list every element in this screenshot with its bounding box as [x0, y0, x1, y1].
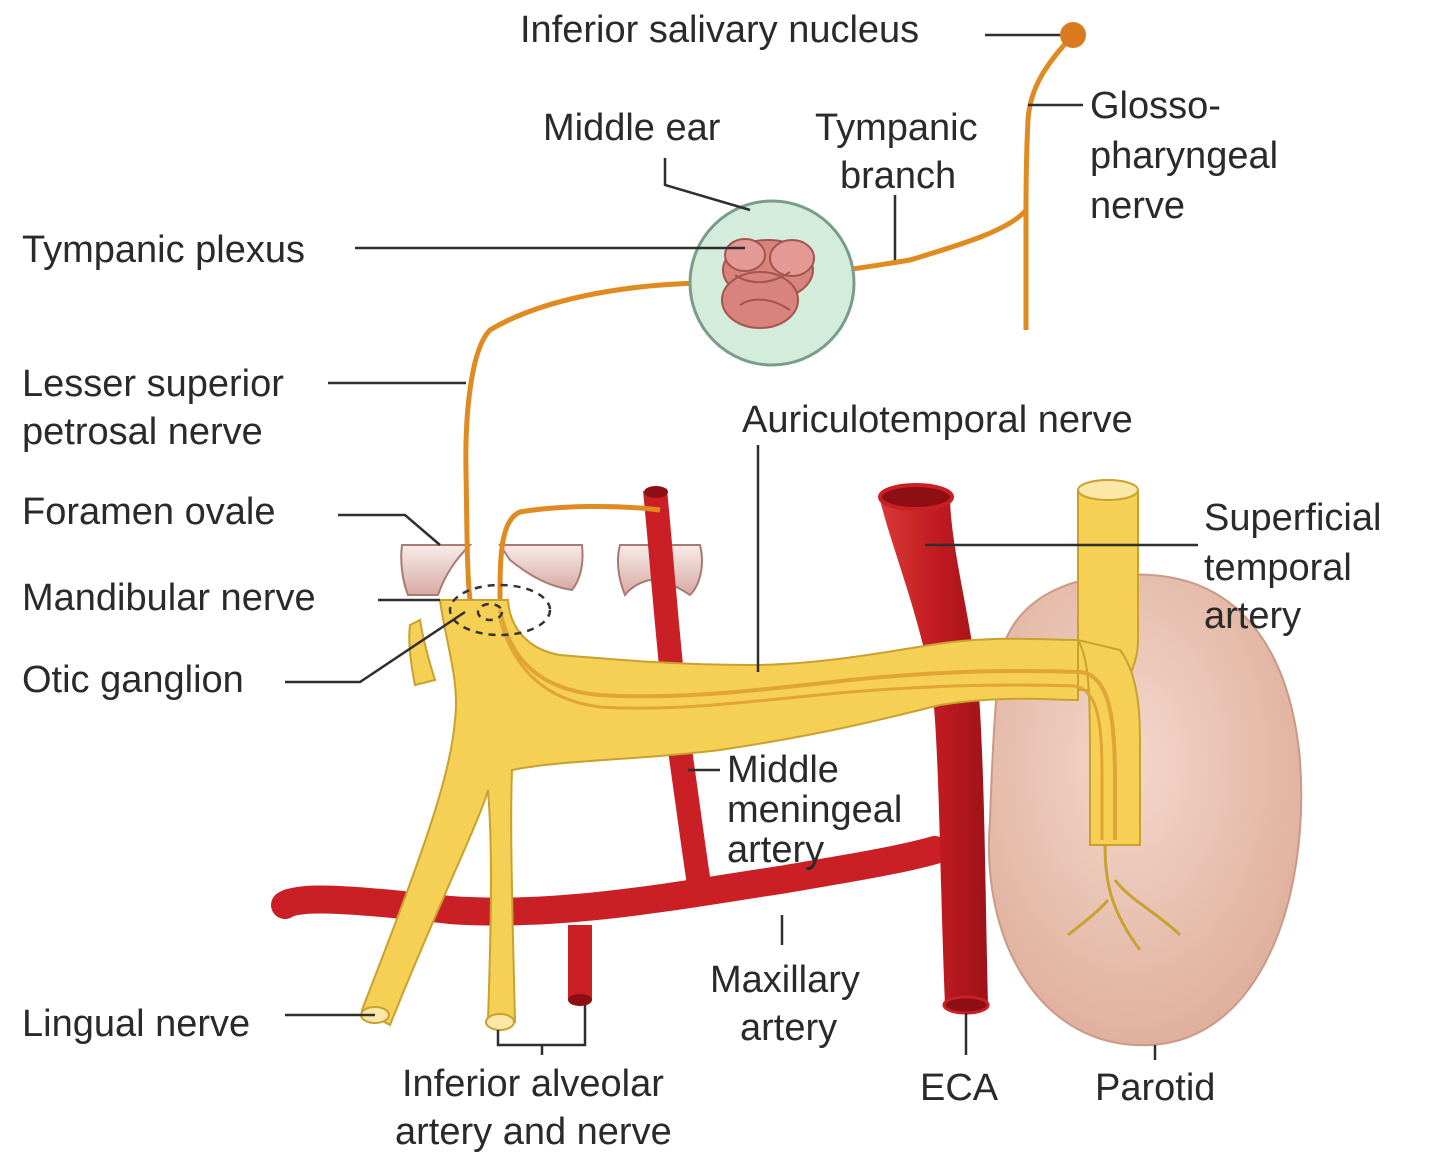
label-lesser-superior-petrosal-nerve: Lesser superior petrosal nerve [22, 363, 294, 453]
label-middle-ear: Middle ear [543, 107, 721, 149]
label-mandibular-nerve: Mandibular nerve [22, 577, 316, 619]
label-eca: ECA [920, 1067, 999, 1109]
external-carotid-artery [880, 485, 988, 1013]
label-parotid: Parotid [1095, 1067, 1215, 1109]
label-glossopharyngeal-nerve: Glosso- pharyngeal nerve [1090, 85, 1289, 227]
label-otic-ganglion: Otic ganglion [22, 659, 244, 701]
label-tympanic-branch: Tympanic branch [815, 107, 988, 197]
label-foramen-ovale: Foramen ovale [22, 491, 275, 533]
label-superficial-temporal-artery: Superficial temporal artery [1204, 497, 1392, 637]
label-auriculotemporal-nerve: Auriculotemporal nerve [742, 399, 1133, 441]
label-tympanic-plexus: Tympanic plexus [22, 229, 305, 271]
label-maxillary-artery: Maxillary artery [710, 959, 870, 1049]
label-inferior-alveolar-artery-and-nerve: Inferior alveolar artery and nerve [395, 1063, 674, 1153]
label-lingual-nerve: Lingual nerve [22, 1003, 250, 1045]
label-inferior-salivary-nucleus: Inferior salivary nucleus [520, 9, 919, 51]
